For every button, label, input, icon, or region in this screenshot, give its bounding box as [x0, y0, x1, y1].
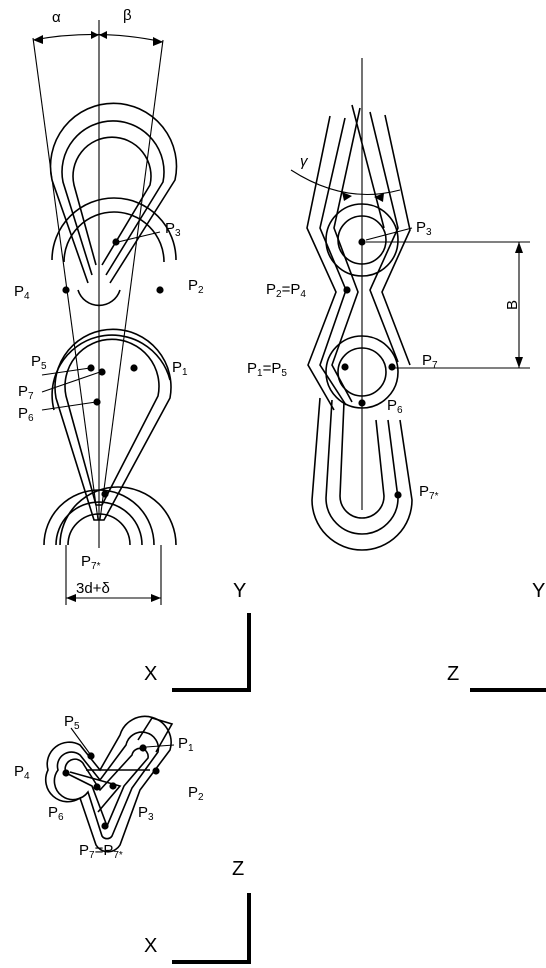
top-label-p2: P2 — [188, 784, 204, 803]
label-p5: P5 — [31, 353, 47, 372]
side-point-p7star — [394, 491, 402, 499]
side-point-p6 — [358, 399, 366, 407]
point-p7 — [98, 368, 106, 376]
side-label-p3: P3 — [416, 219, 432, 238]
side-axis-z-label: Z — [447, 663, 459, 685]
side-strands — [306, 104, 411, 411]
top-point-p4 — [62, 769, 70, 777]
alpha-ray — [32, 37, 99, 521]
label-p7: P7 — [18, 383, 34, 402]
arc-arrow-left — [33, 35, 43, 44]
side-label-p7star: P7* — [419, 483, 439, 502]
dim-b-arrow-top — [515, 242, 523, 253]
gamma-arrow-left — [342, 192, 352, 201]
label-p2: P2 — [188, 277, 204, 296]
angle-beta-label: β — [123, 7, 132, 24]
top-axis-triad — [172, 893, 251, 964]
dim-arrow-right — [151, 594, 161, 602]
arc-arrow-mid-left — [91, 31, 99, 39]
dim-b-arrow-bottom — [515, 357, 523, 368]
point-p1 — [130, 364, 138, 372]
front-loop-3 — [51, 197, 177, 411]
point-p2 — [156, 286, 164, 294]
top-loops — [44, 715, 174, 853]
top-label-p7p7star: P7=P7* — [79, 842, 123, 861]
top-point-p5 — [87, 752, 95, 760]
label-p4: P4 — [14, 283, 30, 302]
label-p3: P3 — [165, 220, 181, 239]
side-label-p1p5: P1=P5 — [247, 360, 287, 379]
leader-p3 — [117, 231, 161, 243]
side-leader-p3 — [365, 227, 413, 241]
top-leader-p5 — [70, 727, 91, 755]
gamma-arrow-right — [374, 193, 384, 202]
top-leader-p1 — [145, 744, 175, 748]
top-label-p1: P1 — [178, 735, 194, 754]
side-point-p2p4 — [343, 286, 351, 294]
front-loop-4 — [43, 486, 177, 546]
point-p7star — [101, 490, 109, 498]
top-point-p2 — [152, 767, 160, 775]
leader-p7 — [41, 371, 101, 393]
top-axis-z-label: Z — [232, 858, 244, 880]
dim-b-label: B — [504, 300, 521, 310]
side-point-p7 — [388, 363, 396, 371]
top-label-p4: P4 — [14, 763, 30, 782]
angle-arc — [32, 33, 164, 43]
label-p6: P6 — [18, 405, 34, 424]
top-axis-x-label: X — [144, 935, 157, 957]
side-view: γ — [247, 58, 546, 692]
point-p3 — [112, 238, 120, 246]
front-view: α β — [14, 7, 251, 692]
top-point-p1 — [139, 744, 147, 752]
side-label-p2p4: P2=P4 — [266, 281, 306, 300]
side-point-p3 — [358, 238, 366, 246]
front-axis-y-label: Y — [233, 580, 246, 602]
front-loop-1 — [49, 102, 178, 284]
gamma-arc — [290, 169, 401, 196]
angle-alpha-label: α — [52, 9, 61, 26]
leader-p5 — [41, 367, 91, 376]
side-bottom-loop — [311, 397, 413, 551]
top-point-p3 — [109, 782, 117, 790]
point-p6 — [93, 398, 101, 406]
top-label-p6: P6 — [48, 804, 64, 823]
label-p1: P1 — [172, 359, 188, 378]
top-label-p3: P3 — [138, 804, 154, 823]
arc-arrow-mid-right — [99, 31, 107, 39]
leader-p6 — [41, 401, 97, 411]
point-p4 — [62, 286, 70, 294]
side-label-p7: P7 — [422, 352, 438, 371]
label-p7star: P7* — [81, 553, 101, 572]
front-axis-x-label: X — [144, 663, 157, 685]
angle-gamma-label: γ — [300, 153, 309, 170]
front-axis-triad — [172, 613, 251, 692]
arc-arrow-right — [153, 37, 163, 46]
top-view: P5 P1 P4 P2 P6 P3 P7=P7* Z X — [14, 713, 251, 964]
top-label-p5: P5 — [64, 713, 80, 732]
point-p5 — [87, 364, 95, 372]
width-dim-label: 3d+δ — [76, 580, 110, 597]
beta-ray — [99, 39, 164, 521]
dim-arrow-left — [66, 594, 76, 602]
side-point-p1p5 — [341, 363, 349, 371]
top-point-p7 — [101, 822, 109, 830]
side-label-p6: P6 — [387, 397, 403, 416]
side-axis-y-label: Y — [532, 580, 545, 602]
top-point-p6 — [93, 783, 101, 791]
